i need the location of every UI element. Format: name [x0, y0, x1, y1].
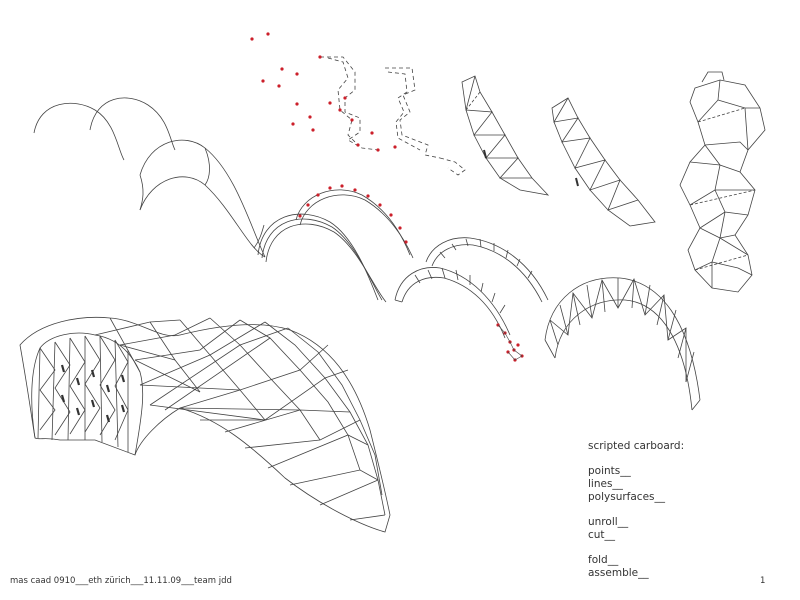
polysurface-vault-stage [544, 277, 701, 411]
footer-caption: mas caad 0910___eth zürich___11.11.09___… [10, 576, 232, 586]
legend-item-polysurfaces: polysurfaces__ [588, 491, 665, 503]
folded-strip-stage [679, 71, 766, 293]
page-number: 1 [760, 576, 766, 586]
vault-surface-stage [139, 139, 266, 258]
arc-lines-stage [33, 97, 176, 161]
unrolled-piece-1 [461, 75, 550, 196]
unrolled-piece-2 [551, 97, 656, 227]
faceted-arch-stage [394, 237, 549, 339]
legend-title: scripted carboard: [588, 440, 685, 452]
arch-points [298, 184, 408, 244]
arch-ribs-stage [253, 189, 414, 303]
legend-item-fold: fold__ [588, 554, 619, 566]
unroll-points [318, 55, 397, 152]
piece-tabs [483, 149, 579, 187]
process-legend: scripted carboard: points__ lines__ poly… [588, 440, 684, 580]
points-stage [250, 32, 315, 132]
legend-item-cut: cut__ [588, 529, 616, 541]
assembled-vault [19, 316, 391, 533]
unroll-lines-stage [320, 56, 466, 176]
vault-connectors [60, 364, 126, 423]
legend-item-assemble: assemble__ [588, 567, 649, 579]
legend-item-lines: lines__ [588, 478, 623, 490]
legend-item-unroll: unroll__ [588, 516, 629, 528]
legend-item-points: points__ [588, 465, 631, 477]
strip-lines [497, 324, 523, 361]
